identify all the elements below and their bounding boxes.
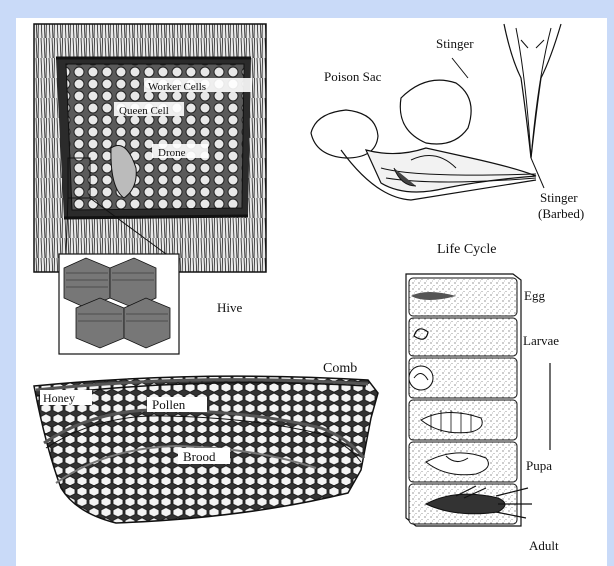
label-brood: Brood (183, 449, 216, 464)
label-honey: Honey (43, 391, 75, 405)
bee-anatomy-illustration: Worker Cells Queen Cell Drone Hive Sting… (16, 18, 607, 566)
comb-illustration: Comb Honey Pollen Brood (34, 361, 378, 523)
label-life-cycle: Life Cycle (437, 242, 496, 257)
label-drone: Drone (158, 147, 186, 159)
label-hive: Hive (217, 300, 243, 315)
label-egg: Egg (524, 288, 545, 303)
label-stinger-barbed-1: Stinger (540, 190, 578, 205)
label-poison-sac: Poison Sac (324, 69, 382, 84)
label-queen-cell: Queen Cell (119, 105, 169, 117)
label-stinger: Stinger (436, 36, 474, 51)
label-worker-cells: Worker Cells (148, 81, 206, 93)
label-stinger-barbed-2: (Barbed) (538, 206, 584, 221)
label-larvae: Larvae (523, 333, 559, 348)
stinger-illustration: Stinger Poison Sac Stinger (Barbed) (311, 24, 584, 221)
label-comb: Comb (323, 361, 357, 376)
illustration-panel: Worker Cells Queen Cell Drone Hive Sting… (16, 18, 607, 566)
life-cycle-illustration: Life Cycle Egg Larvae Pupa Adult (406, 242, 559, 553)
label-pollen: Pollen (152, 397, 186, 412)
label-pupa: Pupa (526, 458, 552, 473)
hive-illustration: Worker Cells Queen Cell Drone Hive (34, 24, 266, 354)
label-adult: Adult (529, 538, 559, 553)
